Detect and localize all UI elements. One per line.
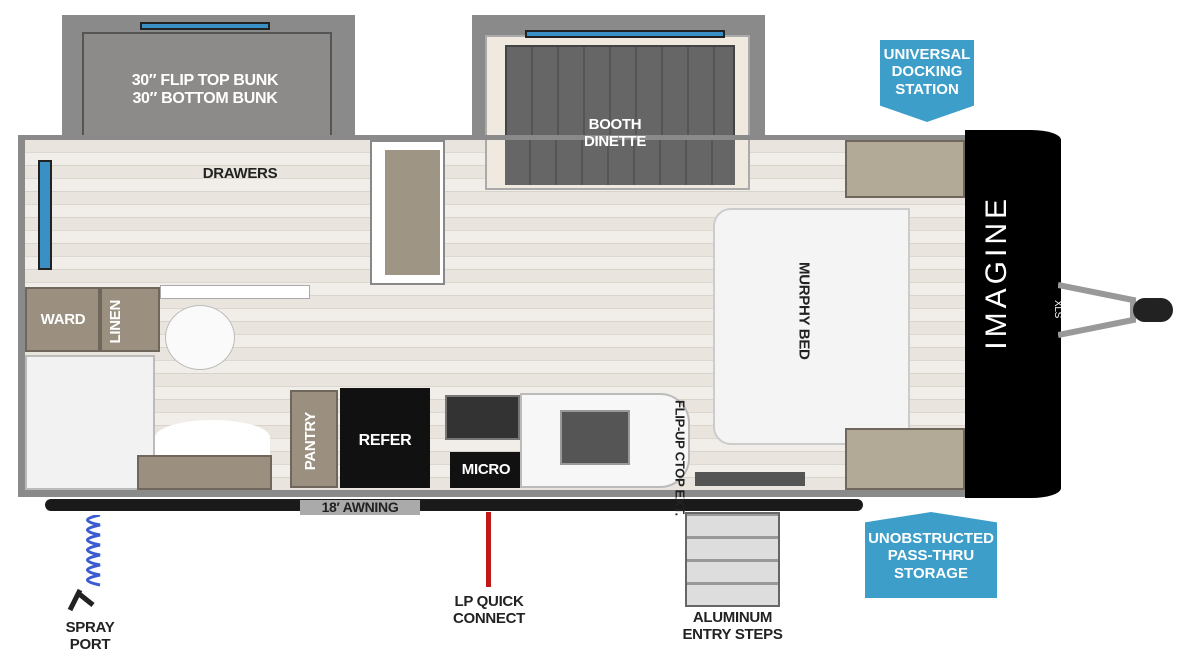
window	[525, 30, 725, 38]
front-storage-bottom	[845, 428, 965, 490]
drawers-label: DRAWERS	[202, 165, 278, 182]
sink-area	[385, 150, 440, 275]
murphy-bed	[713, 208, 910, 445]
linen-closet	[100, 287, 160, 352]
dinette-table-lower	[505, 140, 735, 185]
entry-steps	[685, 512, 780, 607]
wardrobe	[25, 287, 100, 352]
front-cap	[965, 130, 1061, 498]
refrigerator	[340, 388, 430, 488]
tub	[155, 420, 270, 455]
window	[38, 160, 52, 270]
murphy-bed-label: MURPHY BED	[795, 262, 813, 360]
micro-label: MICRO	[461, 461, 511, 478]
bath-vanity	[137, 455, 272, 490]
toilet	[165, 305, 235, 370]
front-storage-top	[845, 140, 965, 198]
pantry	[290, 390, 338, 488]
lp-hose	[486, 512, 491, 587]
bunk-bed	[82, 32, 332, 137]
refer-label: REFER	[358, 432, 412, 449]
pantry-label: PANTRY	[302, 412, 319, 471]
kitchen-sink	[560, 410, 630, 465]
entry-door	[695, 472, 805, 486]
flip-up-label: FLIP-UP CTOP EXT.	[672, 400, 688, 516]
tongue-hitch	[1058, 282, 1173, 338]
awning-bar	[45, 499, 863, 511]
model-logo: XLS	[1052, 300, 1063, 319]
spray-hose-icon	[67, 515, 101, 612]
shelf	[160, 285, 310, 299]
brand-logo: IMAGINE	[980, 195, 1013, 350]
stovetop	[445, 395, 520, 440]
window	[140, 22, 270, 30]
awning-label: 18′ AWNING	[300, 499, 420, 516]
linen-label: LINEN	[107, 300, 124, 344]
shower	[25, 355, 155, 490]
ward-label: WARD	[40, 311, 86, 328]
microwave	[450, 452, 522, 488]
